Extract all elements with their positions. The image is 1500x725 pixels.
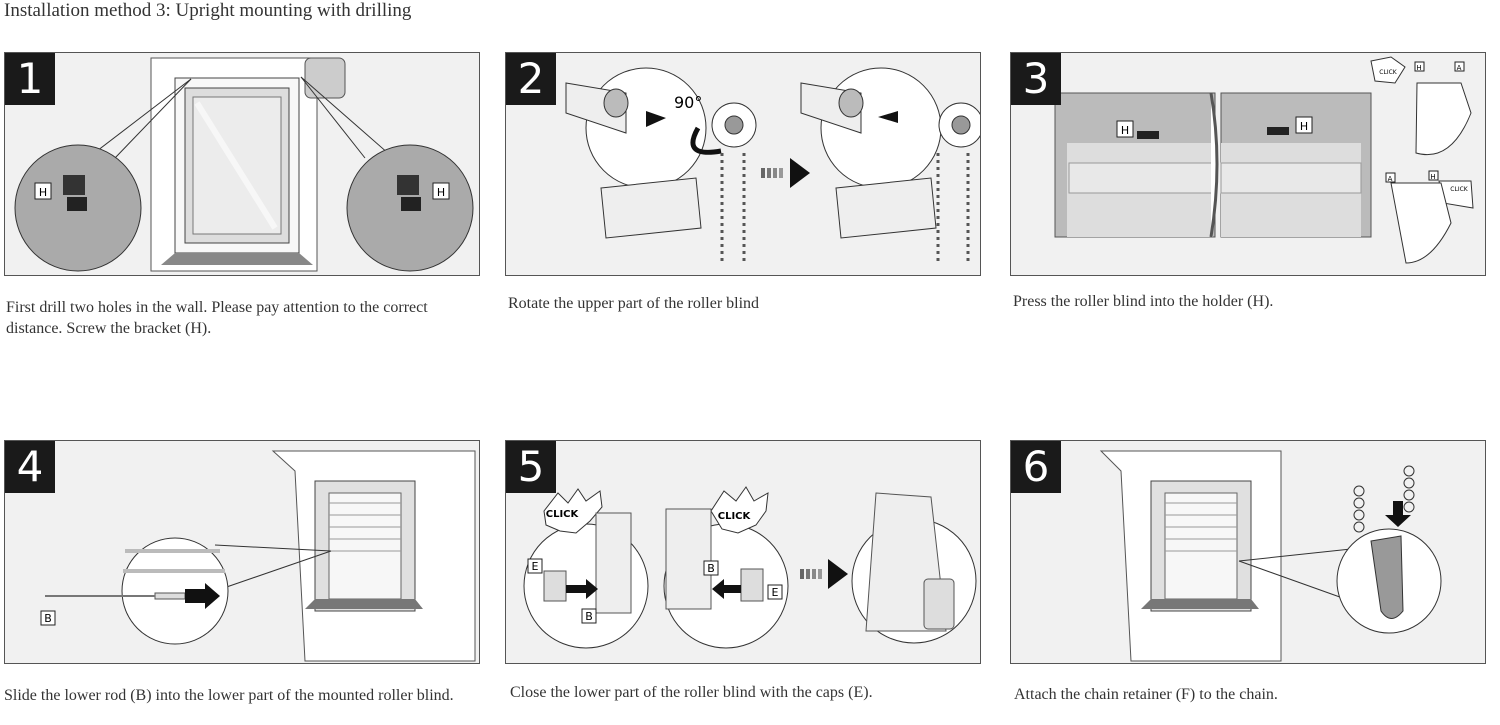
label-h-1: H [1121, 124, 1129, 137]
step-number: 5 [506, 441, 556, 493]
label-click-2: CLICK [718, 511, 752, 522]
step-2-caption: Rotate the upper part of the roller blin… [508, 295, 760, 312]
step-number: 2 [506, 53, 556, 105]
label-click-2: CLICK [1450, 186, 1468, 193]
step-5-caption: Close the lower part of the roller blind… [510, 684, 873, 701]
label-b-2: B [707, 562, 715, 575]
step-6-panel: 6 [1010, 440, 1486, 664]
step-1-illustration: H H [14, 57, 474, 272]
label-e-1: E [532, 560, 539, 573]
label-h-2: H [1300, 120, 1308, 133]
step-5-panel: 5 CLICK E B CLICK B E [505, 440, 981, 664]
step-number: 3 [1011, 53, 1061, 105]
step-3-caption: Press the roller blind into the holder (… [1013, 293, 1274, 310]
label-a-2: A [1388, 175, 1393, 183]
step-2-panel: 2 90° [505, 52, 981, 276]
label-e-2: E [772, 586, 779, 599]
step-4-illustration: B [40, 450, 476, 662]
label-h-right: H [437, 186, 445, 199]
step-1-panel: 1 H H [4, 52, 480, 276]
step-3-illustration: H H CLICK H A CLICK A H [1054, 56, 1474, 264]
step-6-caption: Attach the chain retainer (F) to the cha… [1014, 686, 1278, 703]
page-title: Installation method 3: Upright mounting … [4, 0, 412, 21]
step-4-panel: 4 B [4, 440, 480, 664]
label-h-3: H [1416, 64, 1421, 72]
label-b: B [44, 612, 52, 625]
label-h-left: H [39, 186, 47, 199]
label-h-4: H [1430, 173, 1435, 181]
label-90-degrees: 90° [674, 93, 702, 112]
step-2-illustration: 90° [565, 67, 980, 263]
step-6-illustration [1099, 450, 1442, 662]
step-4-caption: Slide the lower rod (B) into the lower p… [4, 687, 454, 704]
label-click-1: CLICK [1379, 69, 1397, 76]
label-click-1: CLICK [546, 509, 580, 520]
step-1-caption: First drill two holes in the wall. Pleas… [6, 299, 428, 337]
step-number: 4 [5, 441, 55, 493]
step-number: 1 [5, 53, 55, 105]
step-3-panel: 3 H H CLICK H A CLICK A H [1010, 52, 1486, 276]
label-b-1: B [585, 610, 593, 623]
step-5-illustration: CLICK E B CLICK B E [523, 486, 977, 649]
label-a-1: A [1457, 64, 1462, 72]
step-number: 6 [1011, 441, 1061, 493]
